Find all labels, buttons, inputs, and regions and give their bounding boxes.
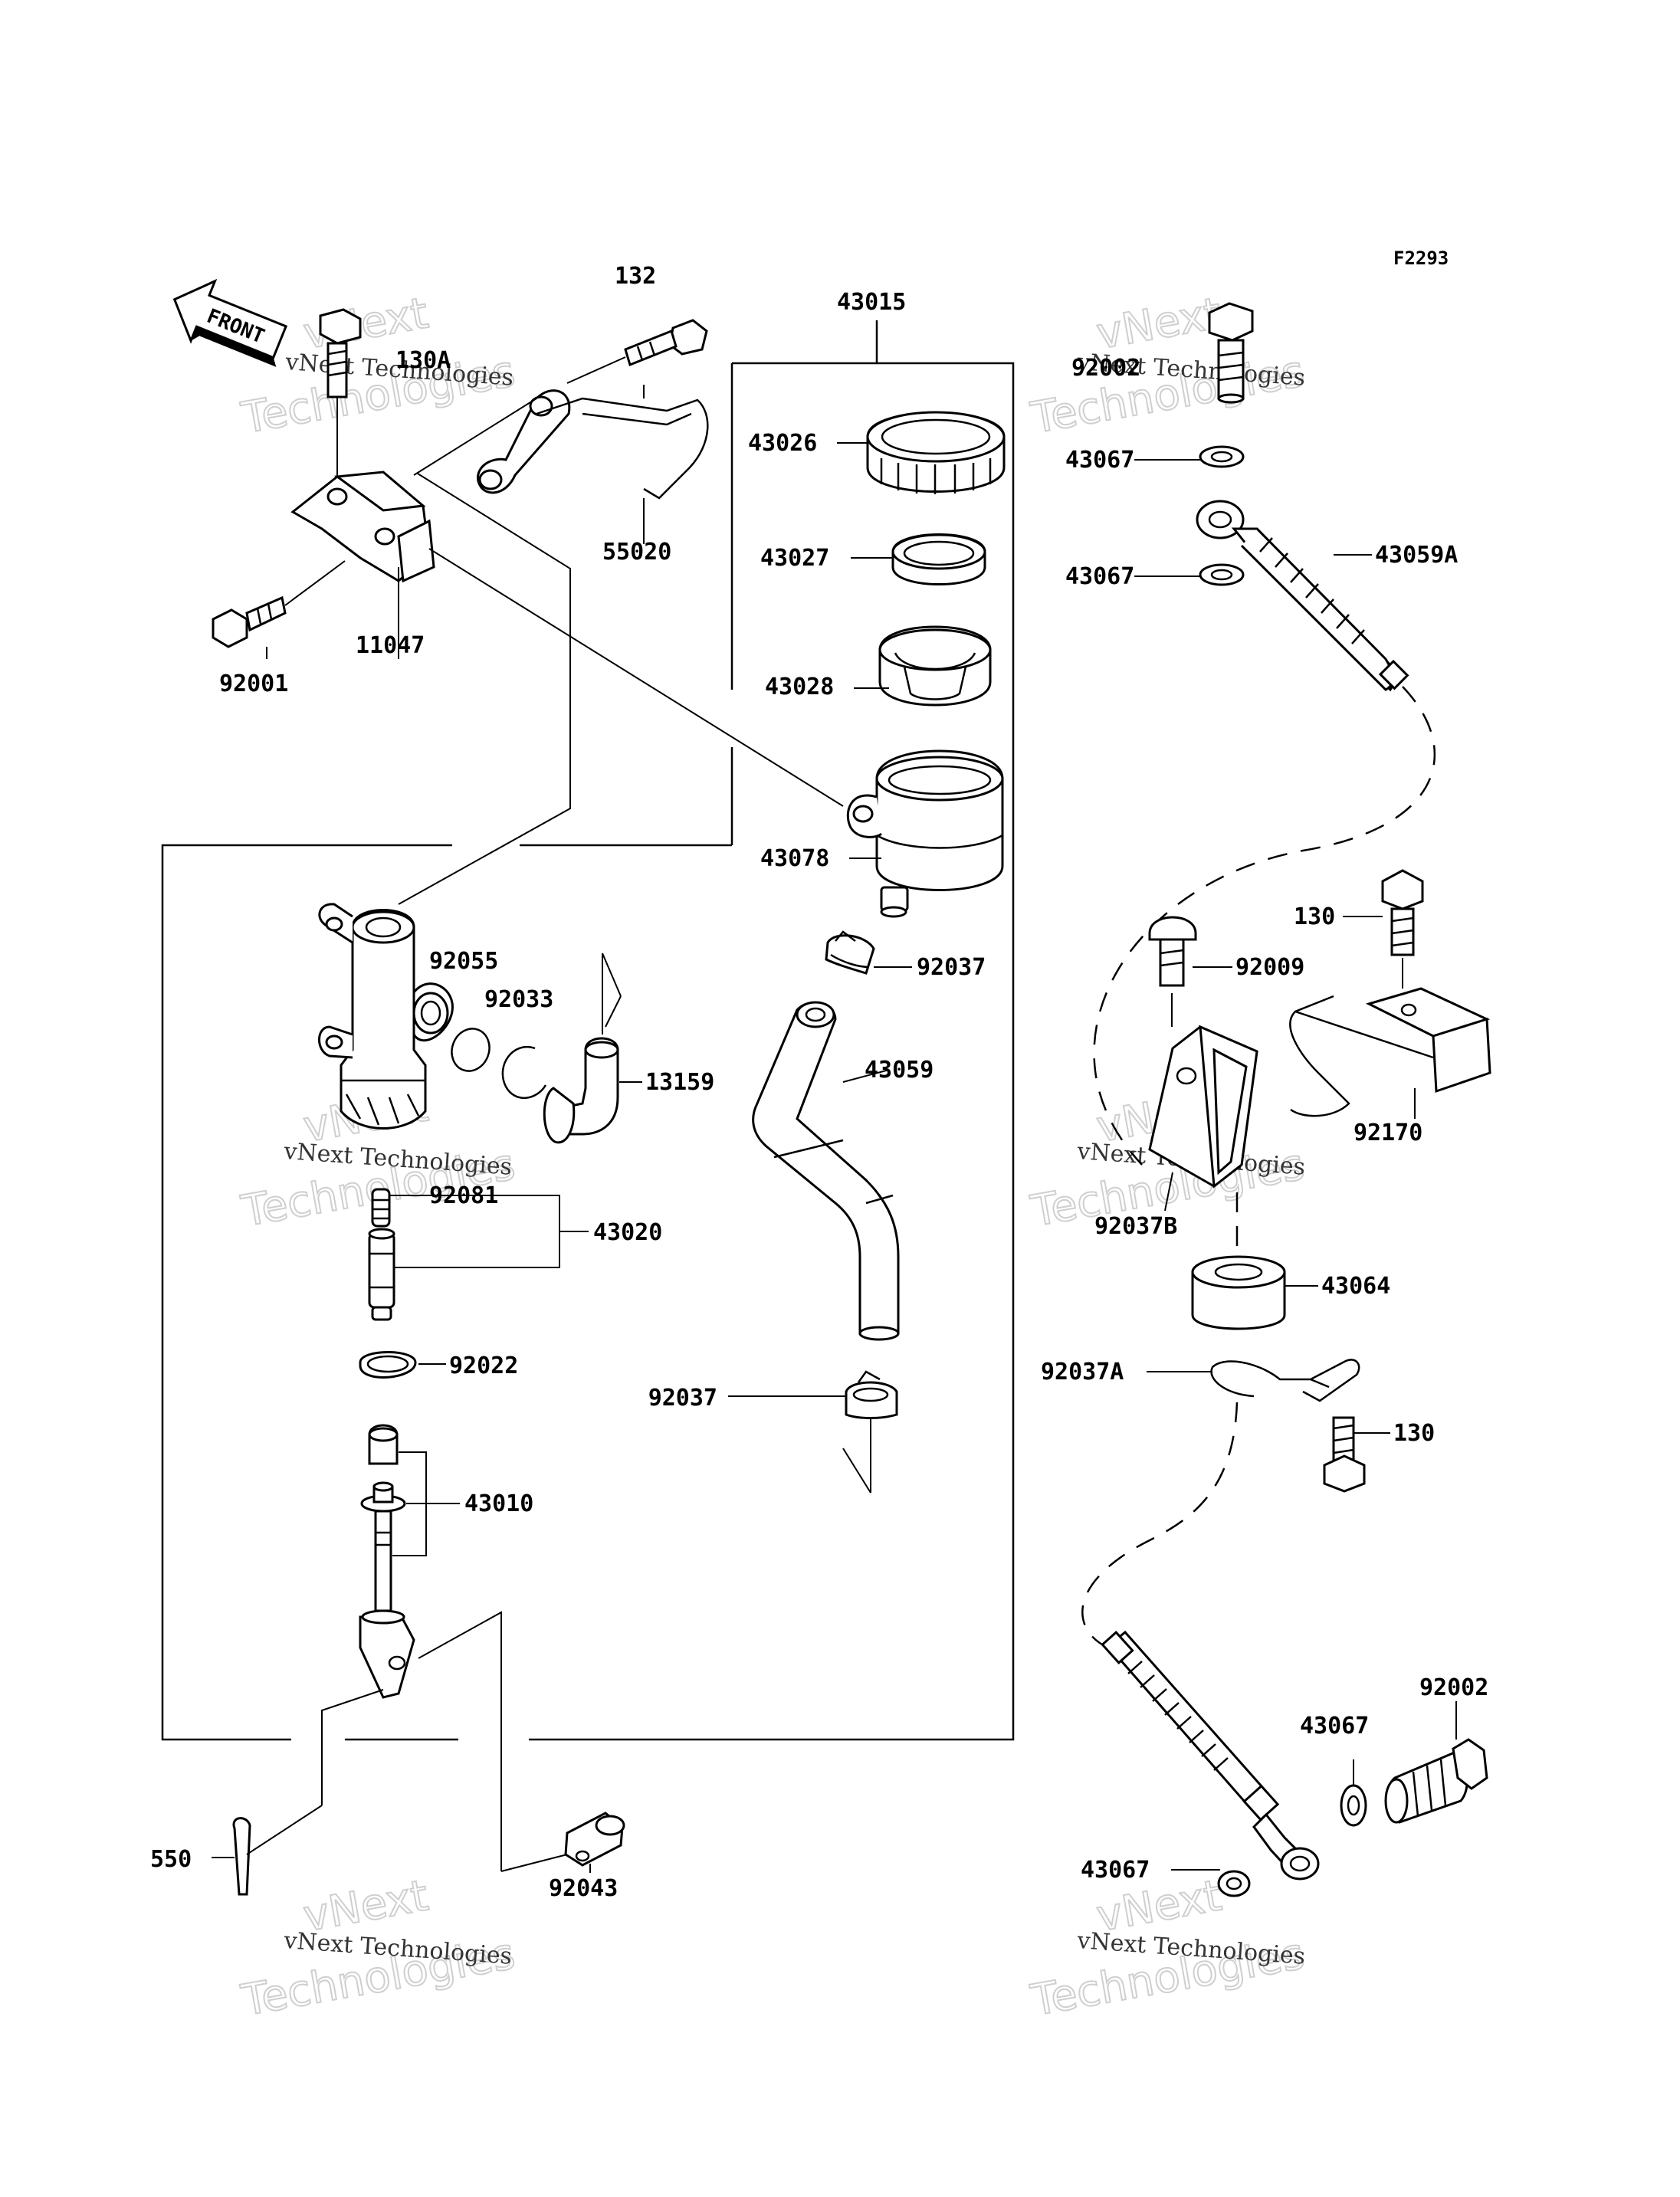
label-43010: 43010 <box>464 1490 533 1517</box>
label-92009: 92009 <box>1235 954 1304 981</box>
label-92002-bottom: 92002 <box>1419 1674 1488 1701</box>
label-130-bottom: 130 <box>1393 1420 1435 1447</box>
hose-lower <box>1101 1630 1320 1881</box>
label-43067-c: 43067 <box>1300 1713 1369 1740</box>
label-92033: 92033 <box>484 986 553 1013</box>
label-55020: 55020 <box>602 539 671 566</box>
label-92055: 92055 <box>429 948 498 975</box>
piston-43020 <box>368 1228 395 1321</box>
bolt-92002-bottom <box>1384 1738 1488 1824</box>
label-43026: 43026 <box>748 430 817 457</box>
label-92037B: 92037B <box>1094 1213 1177 1240</box>
pushrod-43010 <box>359 1481 415 1699</box>
svg-text:vNext: vNext <box>1093 288 1225 359</box>
cotter-pin-550 <box>232 1689 384 1896</box>
label-92170: 92170 <box>1354 1120 1422 1146</box>
watermark-bottom-left: vNext Technologies vNext Technologies <box>237 1870 520 2027</box>
clamp-92037A <box>1210 1359 1360 1402</box>
hose-43059A <box>1196 500 1409 692</box>
clip-55020 <box>477 389 709 544</box>
clamp-92037-top <box>825 930 875 975</box>
circlip-92033 <box>501 1046 547 1100</box>
part-labels: 132 43015 130A 55020 11047 92001 43026 4… <box>150 263 1488 1902</box>
cap-43026 <box>866 411 1006 494</box>
leader-lines <box>212 320 1457 1873</box>
watermark-top-left: vNext Technologies vNext Technologies <box>237 287 520 444</box>
label-11047: 11047 <box>356 632 425 659</box>
label-43027: 43027 <box>760 545 829 572</box>
diaphragm-43028 <box>878 625 992 707</box>
label-92022: 92022 <box>449 1353 518 1379</box>
hose-leader-top <box>602 953 622 1028</box>
circlip-92022 <box>359 1351 417 1379</box>
guard-92037B <box>1148 1025 1258 1212</box>
assembly-frame-left <box>161 844 458 1741</box>
label-43059: 43059 <box>865 1057 934 1084</box>
bolt-130A <box>319 308 362 490</box>
hose-route-upper <box>1093 686 1436 1166</box>
label-43078: 43078 <box>760 845 829 872</box>
clamp-92037-bottom <box>842 1370 898 1494</box>
assembly-frame-43015 <box>520 320 1015 1741</box>
label-43059A: 43059A <box>1375 542 1458 569</box>
bolt-132 <box>566 319 708 384</box>
label-92043: 92043 <box>549 1875 618 1902</box>
diaphragm-plate-43027 <box>891 533 986 585</box>
label-43028: 43028 <box>765 674 834 700</box>
label-43067-a: 43067 <box>1065 447 1134 474</box>
bracket-to-reservoir-line <box>398 398 844 905</box>
label-43015: 43015 <box>837 289 906 316</box>
washer-43067-d <box>1217 1870 1251 1897</box>
screw-92009 <box>1148 916 1197 1027</box>
bolt-130-top <box>1381 869 1424 989</box>
label-92081: 92081 <box>429 1182 498 1209</box>
clevis-pin-92043 <box>418 1611 625 1872</box>
hose-43059 <box>752 1001 900 1341</box>
washer-43067-c <box>1340 1784 1367 1827</box>
bolt-92002-top <box>1208 302 1254 404</box>
label-130A: 130A <box>395 347 451 374</box>
label-43064: 43064 <box>1321 1273 1390 1300</box>
label-92001: 92001 <box>219 671 288 697</box>
watermark-top-right: vNext Technologies vNext Technologies <box>1026 287 1309 444</box>
spring-92081 <box>371 1188 391 1228</box>
label-550: 550 <box>150 1846 192 1873</box>
bracket-11047 <box>290 471 435 628</box>
label-92037A: 92037A <box>1041 1359 1124 1385</box>
label-43067-d: 43067 <box>1081 1857 1150 1884</box>
watermark-bottom-right: vNext Technologies vNext Technologies <box>1026 1870 1309 2027</box>
reservoir-43078 <box>846 749 1004 918</box>
label-43067-b: 43067 <box>1065 563 1134 590</box>
master-cylinder-body <box>318 903 454 1130</box>
grommet-43064 <box>1191 1255 1286 1330</box>
sheet-code: F2293 <box>1393 248 1449 269</box>
label-92037-bottom: 92037 <box>648 1385 717 1412</box>
front-arrow-icon: FRONT <box>172 278 288 367</box>
bolt-130-bottom <box>1323 1416 1366 1493</box>
washer-43067-a <box>1199 445 1245 468</box>
fitting-13159 <box>543 953 619 1144</box>
bracket-92170 <box>1289 987 1491 1119</box>
washer-43067-b <box>1199 563 1245 586</box>
label-132: 132 <box>615 263 656 290</box>
boot-43010 <box>368 1424 399 1465</box>
oring-92055 <box>451 1028 491 1072</box>
label-92037-top: 92037 <box>917 954 986 981</box>
hose-route-lower <box>1081 1402 1239 1653</box>
label-43020: 43020 <box>593 1219 662 1246</box>
bolt-92001 <box>212 560 346 648</box>
label-13159: 13159 <box>645 1069 714 1096</box>
label-130-top: 130 <box>1294 903 1335 930</box>
label-92002-top: 92002 <box>1071 355 1140 382</box>
